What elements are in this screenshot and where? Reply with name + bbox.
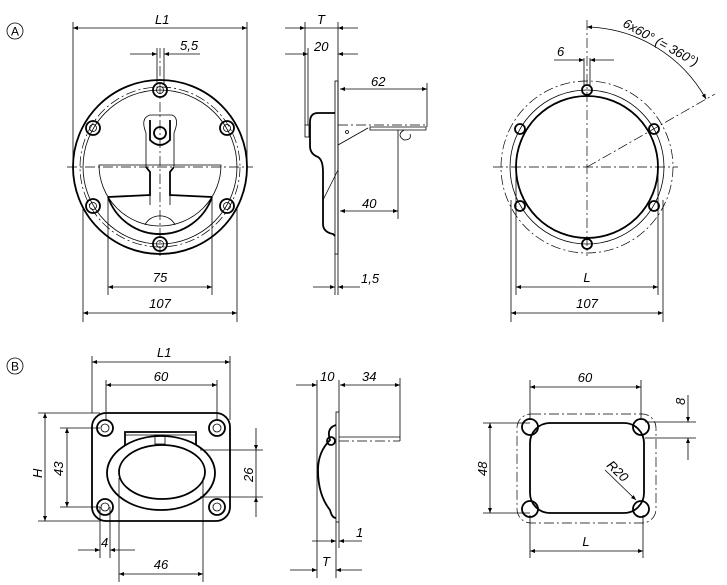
dim-t: T [317, 12, 326, 27]
dim-hole-spacing: 107 [149, 296, 171, 311]
handle [106, 431, 216, 511]
mounting-holes [85, 82, 235, 252]
view-a-cutout: 6x60° (= 360°) 6 L 107 [493, 16, 716, 322]
view-a-side: T 20 62 40 1,5 [285, 12, 428, 295]
dim-hole-spacing-x: 60 [154, 369, 169, 384]
dim-t: T [322, 554, 331, 569]
dim-angle: 6x60° (= 360°) [621, 16, 702, 70]
handle [98, 114, 222, 235]
dim-slot: 5,5 [180, 38, 199, 53]
dim-l1: L1 [157, 345, 171, 360]
dim-l: L [582, 534, 589, 549]
dim-grip-height: 26 [241, 467, 256, 483]
dim-grip-width: 46 [154, 557, 169, 572]
dim-hole: 8 [673, 397, 688, 405]
dim-handle-reach: 62 [371, 74, 386, 89]
dim-handle-reach: 34 [362, 369, 376, 384]
dim-hole: 6 [557, 44, 565, 59]
dim-l: L [583, 270, 590, 285]
dim-l1: L1 [155, 12, 169, 27]
mounting-holes [96, 419, 226, 516]
dim-hole-spacing-y: 48 [475, 461, 490, 476]
dim-hole-spacing: 107 [576, 296, 598, 311]
view-b-side: 10 34 1 T [290, 369, 401, 578]
dim-h: H [30, 468, 45, 478]
view-b-marker: B [6, 357, 24, 375]
svg-text:A: A [11, 25, 19, 39]
dim-offset: 4 [101, 535, 108, 550]
view-a-front: L1 5,5 75 107 [67, 12, 253, 322]
dim-plate: 1,5 [361, 271, 380, 286]
dim-depth: 10 [320, 369, 335, 384]
view-b-cutout: 60 8 48 R20 L [475, 370, 696, 558]
view-b-front: L1 60 H 43 26 4 46 [30, 345, 263, 582]
svg-text:B: B [11, 360, 19, 374]
dim-radius: R20 [604, 457, 632, 485]
dim-hole-spacing-x: 60 [578, 370, 593, 385]
dim-hole-spacing-y: 43 [51, 461, 66, 476]
dim-handle-width: 75 [153, 270, 168, 285]
view-a-marker: A [6, 22, 24, 40]
dim-plate: 1 [356, 525, 363, 540]
dim-pivot: 40 [362, 196, 377, 211]
dim-depth: 20 [313, 39, 329, 54]
